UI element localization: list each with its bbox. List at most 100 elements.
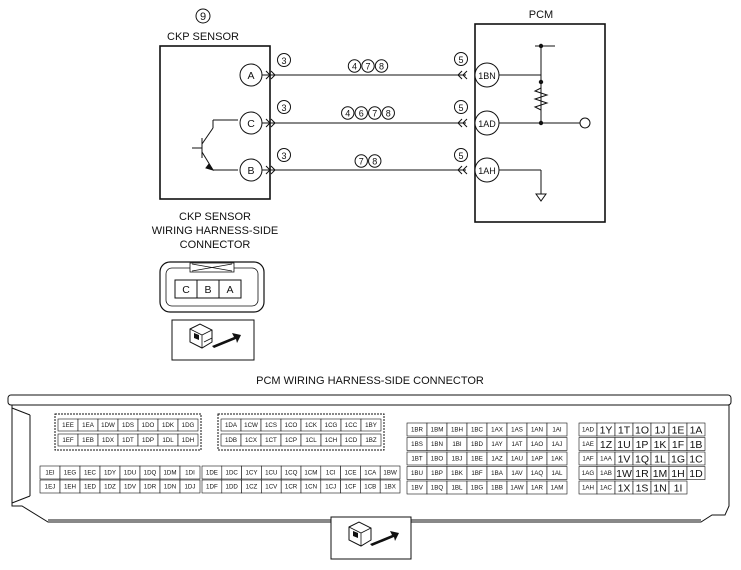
g1-pin-label: 1EE bbox=[62, 422, 74, 429]
g5-pin-label: 1BQ bbox=[431, 485, 444, 492]
g6-large-pin-label: 1K bbox=[654, 439, 667, 451]
g5-pin-label: 1AV bbox=[511, 470, 523, 477]
pcm-conn-ref-2-label: 5 bbox=[458, 103, 463, 113]
g5-pin-label: 1AI bbox=[552, 427, 562, 434]
g3-pin-label: 1EG bbox=[64, 470, 77, 477]
sensor-pin-c-label: C bbox=[247, 118, 255, 130]
harness-label-line-1: CKP SENSOR bbox=[179, 211, 251, 223]
g1-pin-label: 1DO bbox=[142, 422, 155, 429]
g5-pin-label: 1AP bbox=[531, 456, 543, 463]
g4-pin-label: 1CQ bbox=[285, 470, 298, 477]
pcm-internal-circuit bbox=[499, 45, 580, 194]
pcm-pin-1ad-label: 1AD bbox=[478, 119, 496, 129]
g2-pin-label: 1CD bbox=[345, 437, 358, 444]
g5-pin-label: 1BJ bbox=[452, 456, 463, 463]
g4-pin-label: 1CF bbox=[345, 484, 357, 491]
g5-pin-label: 1BB bbox=[491, 485, 503, 492]
g6-large-pin-label: 1M bbox=[653, 468, 668, 480]
g6-large-pin-label: 1N bbox=[653, 482, 666, 494]
g3-pin-label: 1EJ bbox=[45, 484, 56, 491]
sensor-pin-a-label: A bbox=[247, 70, 254, 82]
g6-large-pin-label: 1X bbox=[618, 482, 631, 494]
sensor-title: CKP SENSOR bbox=[167, 31, 239, 43]
g4-pin-label: 1CA bbox=[364, 470, 377, 477]
junction-dot-2 bbox=[538, 79, 544, 85]
pcm-conn-ref-1 bbox=[454, 52, 468, 66]
wires bbox=[262, 70, 468, 175]
g2-cell bbox=[360, 433, 382, 447]
wire-ref-number: 7 bbox=[359, 157, 364, 167]
pcm: PCM 5 5 5 1BN 1AD 1AH bbox=[454, 9, 606, 223]
g2-pin-label: 1CW bbox=[244, 422, 258, 429]
wire-ref-number: 6 bbox=[359, 109, 364, 119]
g5-pin-label: 1BD bbox=[471, 441, 484, 448]
g1-cell bbox=[177, 418, 199, 432]
g5-pin-label: 1BL bbox=[451, 485, 463, 492]
g5-pin-label: 1AK bbox=[551, 456, 564, 463]
wire-ref-number: 4 bbox=[345, 109, 350, 119]
pcm-chevron-3 bbox=[457, 165, 468, 175]
g5-pin-label: 1BA bbox=[491, 470, 504, 477]
pcm-conn-ref-3-label: 5 bbox=[458, 151, 463, 161]
g2-pin-label: 1CS bbox=[265, 422, 277, 429]
connector-view-icon bbox=[171, 319, 255, 361]
pcm-title: PCM bbox=[529, 9, 553, 21]
pcm-conn-ref-2 bbox=[454, 100, 468, 114]
g2-pin-label: 1CX bbox=[245, 437, 257, 444]
g6-small-pin-label: 1AC bbox=[600, 485, 613, 492]
g5-pin-label: 1AY bbox=[491, 441, 502, 448]
wire-ref-circle bbox=[354, 154, 368, 168]
g5-pin-label: 1BC bbox=[471, 427, 484, 434]
g6-large-pin-label: 1P bbox=[636, 439, 649, 451]
transistor-icon bbox=[192, 119, 238, 171]
g6-large-cell bbox=[686, 437, 706, 451]
g1-pin-label: 1DH bbox=[182, 437, 194, 444]
pcm-chevron-2 bbox=[457, 118, 468, 128]
g3-pin-label: 1ED bbox=[84, 484, 97, 491]
g3-pin-label: 1DU bbox=[124, 470, 136, 477]
g1-pin-label: 1EA bbox=[82, 422, 95, 429]
g2-cell bbox=[360, 418, 382, 432]
g2-pin-label: 1BZ bbox=[365, 437, 377, 444]
wire-ref-circle bbox=[347, 59, 362, 73]
g5-pin-label: 1AM bbox=[551, 485, 564, 492]
g4-pin-label: 1DD bbox=[226, 484, 239, 491]
ground-icon bbox=[535, 193, 547, 202]
wire-ref-circle bbox=[354, 106, 368, 120]
g5-pin-label: 1AR bbox=[531, 485, 544, 492]
g6-large-pin-label: 1G bbox=[671, 453, 685, 465]
g3-pin-label: 1EI bbox=[45, 470, 55, 477]
wire-ref-circle bbox=[341, 106, 355, 120]
g3-cell bbox=[179, 465, 201, 480]
pcm-chevron-1 bbox=[457, 70, 468, 80]
g1-pin-label: 1DX bbox=[102, 437, 114, 444]
g6-small-pin-label: 1AD bbox=[582, 427, 595, 434]
g5-pin-label: 1AN bbox=[531, 427, 543, 434]
sensor-conn-ref-3 bbox=[277, 148, 291, 162]
g6-large-pin-label: 1F bbox=[672, 439, 684, 451]
g1-pin-label: 1DL bbox=[162, 437, 174, 444]
g2-pin-label: 1CL bbox=[305, 437, 317, 444]
wire-ref-number: 8 bbox=[386, 109, 391, 119]
g3-cell bbox=[179, 479, 201, 494]
g2-pin-label: 1CC bbox=[345, 422, 358, 429]
g1-pin-label: 1DP bbox=[142, 437, 154, 444]
g4-pin-label: 1CI bbox=[326, 470, 336, 477]
sensor-conn-ref-2-label: 3 bbox=[281, 103, 286, 113]
ckp-sensor: 9 CKP SENSOR A C B 3 3 3 bbox=[159, 8, 291, 200]
g6-large-cell bbox=[686, 451, 706, 466]
wire-ref-circle bbox=[368, 154, 382, 168]
g2-pin-label: 1CK bbox=[305, 422, 318, 429]
g6-small-pin-label: 1AB bbox=[600, 470, 612, 477]
g6-large-pin-label: 1Y bbox=[600, 424, 613, 436]
g5-pin-label: 1BS bbox=[411, 441, 423, 448]
wire-ref-number: 7 bbox=[365, 62, 370, 72]
g5-pin-label: 1BG bbox=[471, 485, 484, 492]
g5-pin-label: 1AT bbox=[512, 441, 523, 448]
harness-label-line-2: WIRING HARNESS-SIDE bbox=[152, 225, 279, 237]
sensor-conn-ref-2 bbox=[277, 100, 291, 114]
g3-pin-label: 1DQ bbox=[144, 470, 157, 477]
g6-large-cell bbox=[668, 480, 688, 495]
g1-pin-label: 1EF bbox=[62, 437, 74, 444]
